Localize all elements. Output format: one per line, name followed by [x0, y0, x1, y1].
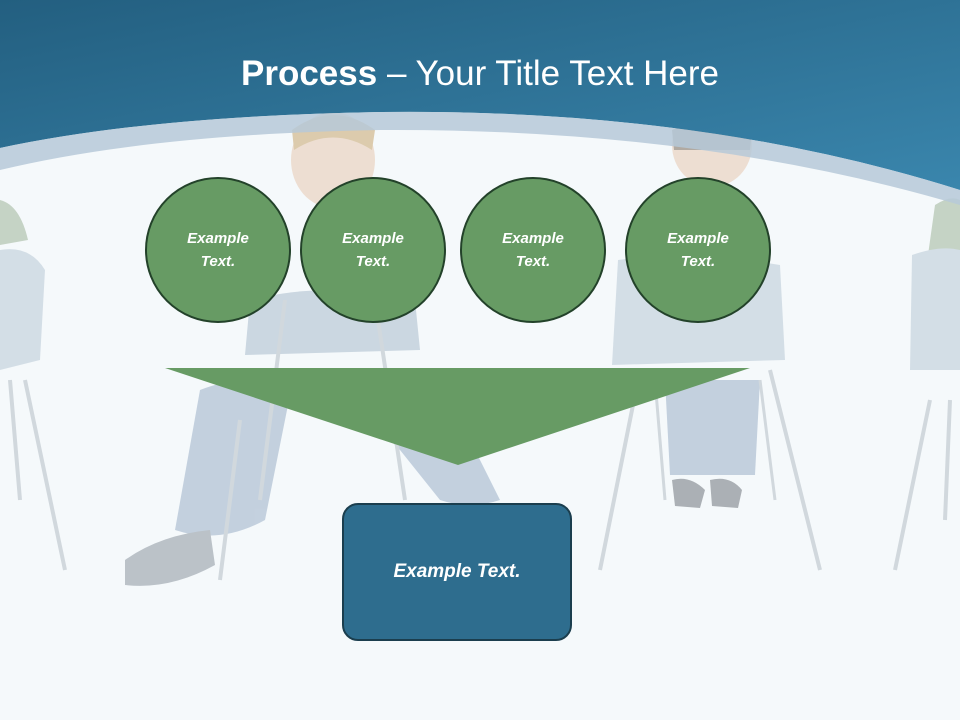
result-box-text: Example Text. — [393, 561, 521, 582]
title-bold: Process — [241, 54, 378, 93]
title-rest: Your Title Text Here — [415, 54, 720, 93]
process-circle-1: Example Text. — [145, 177, 291, 323]
process-circle-4: Example Text. — [625, 177, 771, 323]
page-title: Process – Your Title Text Here — [0, 52, 960, 96]
result-box: Example Text. — [342, 503, 572, 641]
circle-2-text: Example Text. — [342, 230, 404, 270]
process-circle-2: Example Text. — [300, 177, 446, 323]
circle-1-text: Example Text. — [187, 230, 249, 270]
circle-4-text: Example Text. — [667, 230, 729, 270]
header-swoosh — [0, 111, 960, 205]
process-circle-3: Example Text. — [460, 177, 606, 323]
circle-3-text: Example Text. — [502, 230, 564, 270]
title-separator: – — [377, 54, 416, 93]
header-band — [0, 0, 960, 190]
